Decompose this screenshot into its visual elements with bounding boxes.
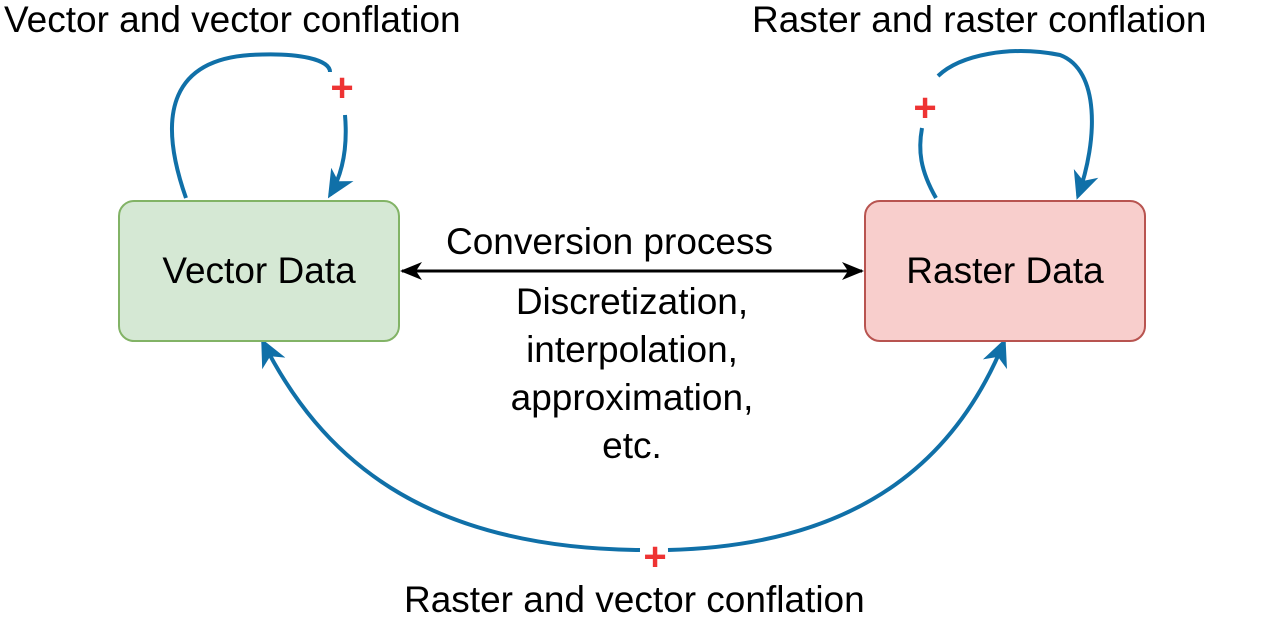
raster-self-conflation-label: Raster and raster conflation bbox=[752, 0, 1207, 40]
cross-conflation-label: Raster and vector conflation bbox=[404, 579, 865, 620]
raster-data-label: Raster Data bbox=[906, 250, 1104, 291]
vector-data-node: Vector Data bbox=[118, 200, 400, 342]
method-etc: etc. bbox=[602, 425, 662, 466]
conversion-methods: Discretization, interpolation, approxima… bbox=[432, 278, 832, 470]
raster-self-loop-arrow-head bbox=[936, 49, 1099, 200]
raster-self-loop-arrow-tail bbox=[918, 127, 938, 199]
method-interpolation: interpolation, bbox=[526, 329, 738, 370]
vector-self-plus-marker: + bbox=[330, 66, 354, 110]
method-discretization: Discretization, bbox=[515, 281, 749, 322]
vector-self-loop-arrow bbox=[170, 52, 332, 199]
raster-self-plus-marker: + bbox=[913, 86, 937, 130]
method-approximation: approximation, bbox=[510, 377, 754, 418]
cross-plus-marker: + bbox=[643, 535, 667, 579]
vector-data-label: Vector Data bbox=[162, 250, 356, 291]
cross-conflation-arrow-left bbox=[261, 338, 641, 552]
raster-data-node: Raster Data bbox=[864, 200, 1146, 342]
vector-self-loop-arrow-tail bbox=[327, 114, 354, 199]
conversion-process-label: Conversion process bbox=[446, 221, 773, 262]
cross-conflation-arrow-right bbox=[667, 338, 1007, 552]
vector-self-conflation-label: Vector and vector conflation bbox=[4, 0, 461, 40]
